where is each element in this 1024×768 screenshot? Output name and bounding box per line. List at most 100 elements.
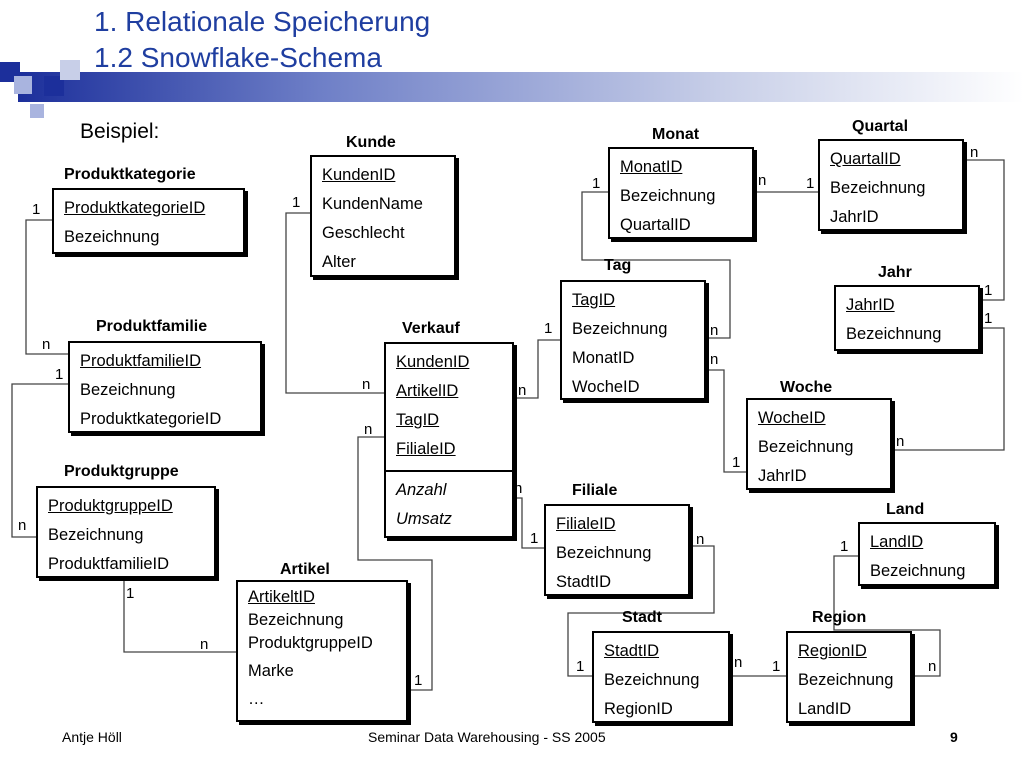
card-stadt-one: 1 bbox=[576, 658, 585, 675]
attr-measure: Anzahl bbox=[396, 481, 447, 499]
entity-quartal: QuartalID Bezeichnung JahrID bbox=[818, 139, 964, 231]
attr: … bbox=[248, 690, 265, 708]
footer-event: Seminar Data Warehousing - SS 2005 bbox=[368, 729, 606, 745]
line-artikel-verkauf bbox=[357, 436, 433, 691]
header-square-light-2 bbox=[60, 60, 80, 80]
entity-title-land: Land bbox=[886, 501, 925, 518]
card-verkauf-kunde-many: n bbox=[362, 376, 371, 393]
attr-key: QuartalID bbox=[830, 150, 901, 168]
attr-measure: Umsatz bbox=[396, 510, 452, 528]
entity-title-verkauf: Verkauf bbox=[402, 320, 460, 337]
card-monat-one: 1 bbox=[592, 175, 601, 192]
attr-key: WocheID bbox=[758, 409, 826, 427]
attr-key: ProduktfamilieID bbox=[80, 352, 202, 370]
card-artikel-many: n bbox=[200, 636, 209, 653]
attr-key: StadtID bbox=[604, 642, 660, 660]
attr-key: ArtikelID bbox=[396, 382, 459, 400]
attr: MonatID bbox=[572, 349, 635, 367]
entity-title-tag: Tag bbox=[604, 257, 632, 274]
card-filiale-one: 1 bbox=[530, 530, 539, 547]
entity-title-artikel: Artikel bbox=[280, 561, 330, 578]
attr: Bezeichnung bbox=[248, 611, 344, 629]
card-tag-woche-many: n bbox=[710, 351, 719, 368]
card-tag-one: 1 bbox=[544, 320, 553, 337]
attr: QuartalID bbox=[620, 216, 691, 234]
line-produktkategorie-produktfamilie bbox=[25, 219, 68, 355]
slide-subtitle: Beispiel: bbox=[80, 120, 160, 143]
attr: RegionID bbox=[604, 700, 673, 718]
entity-tag: TagID Bezeichnung MonatID WocheID bbox=[560, 280, 706, 400]
card-woche-many: n bbox=[896, 433, 905, 450]
attr: Bezeichnung bbox=[758, 438, 854, 456]
attr: Bezeichnung bbox=[798, 671, 894, 689]
attr: Bezeichnung bbox=[64, 228, 160, 246]
line-verkauf-filiale bbox=[514, 497, 544, 549]
card-region-one: 1 bbox=[772, 658, 781, 675]
card-jahr-quartal-one: 1 bbox=[984, 282, 993, 299]
card-artikel-one: 1 bbox=[414, 672, 423, 689]
entity-title-jahr: Jahr bbox=[878, 264, 912, 281]
entity-verkauf: KundenID ArtikelID TagID FilialeID Anzah… bbox=[384, 342, 514, 538]
attr-key: TagID bbox=[396, 411, 440, 429]
card-woche-one: 1 bbox=[732, 454, 741, 471]
entity-title-produktkategorie: Produktkategorie bbox=[64, 166, 196, 183]
card-filiale-many: n bbox=[696, 531, 705, 548]
line-monat-tag bbox=[581, 191, 731, 339]
card-produktgruppe-many: n bbox=[18, 517, 27, 534]
entity-title-stadt: Stadt bbox=[622, 609, 662, 626]
attr: LandID bbox=[798, 700, 852, 718]
attr: Bezeichnung bbox=[48, 526, 144, 544]
attr: Bezeichnung bbox=[604, 671, 700, 689]
line-produktgruppe-artikel bbox=[123, 578, 236, 653]
attr-key: RegionID bbox=[798, 642, 867, 660]
entity-title-monat: Monat bbox=[652, 126, 700, 143]
attr: JahrID bbox=[830, 208, 879, 226]
attr: Geschlecht bbox=[322, 224, 405, 242]
attr: KundenName bbox=[322, 195, 423, 213]
attr-key: KundenID bbox=[322, 166, 396, 184]
entity-jahr: JahrID Bezeichnung bbox=[834, 285, 980, 351]
entity-monat: MonatID Bezeichnung QuartalID bbox=[608, 147, 754, 239]
card-stadt-many: n bbox=[734, 654, 743, 671]
entity-title-quartal: Quartal bbox=[852, 118, 909, 135]
line-verkauf-tag bbox=[514, 339, 560, 399]
card-quartal-many: n bbox=[970, 144, 979, 161]
header-square-dark-2 bbox=[44, 76, 64, 96]
footer-author: Antje Höll bbox=[62, 729, 122, 745]
attr-key: FilialeID bbox=[556, 515, 616, 533]
card-monat-many: n bbox=[758, 172, 767, 189]
page-number: 9 bbox=[950, 729, 958, 745]
entity-land: LandID Bezeichnung bbox=[858, 522, 996, 586]
line-filiale-stadt bbox=[567, 545, 715, 677]
card-tag-monat-many: n bbox=[710, 322, 719, 339]
entity-produktfamilie: ProduktfamilieID Bezeichnung Produktkate… bbox=[68, 341, 262, 433]
slide-title-line1: 1. Relationale Speicherung bbox=[94, 6, 431, 37]
card-verkauf-filiale-many: n bbox=[514, 480, 523, 497]
card-land-one: 1 bbox=[840, 538, 849, 555]
attr: Marke bbox=[248, 662, 294, 680]
attr-key: LandID bbox=[870, 533, 924, 551]
card-verkauf-tag-many: n bbox=[518, 382, 527, 399]
entity-title-kunde: Kunde bbox=[346, 134, 396, 151]
attr: Alter bbox=[322, 253, 356, 271]
entity-woche: WocheID Bezeichnung JahrID bbox=[746, 398, 892, 490]
attr-key: MonatID bbox=[620, 158, 683, 176]
line-kunde-verkauf bbox=[285, 212, 384, 394]
attr-key: FilialeID bbox=[396, 440, 456, 458]
attr: Bezeichnung bbox=[572, 320, 668, 338]
line-quartal-jahr bbox=[964, 159, 1005, 301]
attr: JahrID bbox=[758, 467, 807, 485]
attr: Bezeichnung bbox=[830, 179, 926, 197]
attr: ProduktfamilieID bbox=[48, 555, 170, 573]
attr-key: ProduktgruppeID bbox=[48, 497, 173, 515]
card-produktfamilie-many: n bbox=[42, 336, 51, 353]
line-produktfamilie-produktgruppe bbox=[11, 383, 68, 538]
entity-stadt: StadtID Bezeichnung RegionID bbox=[592, 631, 730, 723]
fact-divider bbox=[386, 470, 512, 472]
entity-title-produktfamilie: Produktfamilie bbox=[96, 318, 208, 335]
attr-key: TagID bbox=[572, 291, 616, 309]
entity-filiale: FilialeID Bezeichnung StadtID bbox=[544, 504, 690, 596]
slide-title-line2: 1.2 Snowflake-Schema bbox=[94, 42, 382, 73]
entity-artikel: ArtikeltID Bezeichnung ProduktgruppeID M… bbox=[236, 580, 408, 722]
entity-title-filiale: Filiale bbox=[572, 482, 618, 499]
